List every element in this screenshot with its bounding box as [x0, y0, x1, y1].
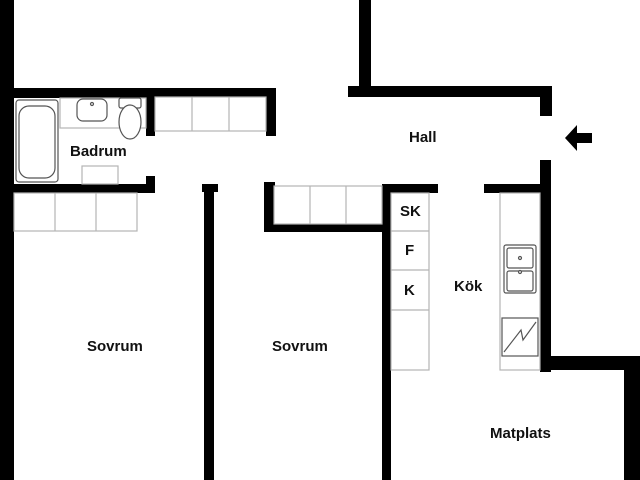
wall-top-right: [348, 86, 552, 97]
wall-left-outer: [0, 0, 14, 480]
room-label-sovrum-left: Sovrum: [87, 338, 143, 355]
kitchen-units: [390, 192, 541, 371]
bathtub-inner: [18, 105, 56, 179]
bathroom-fixtures: [15, 97, 147, 185]
kitchen-unit-sk: SK: [400, 203, 421, 220]
wall-kitchen-top-right: [484, 184, 550, 193]
wall-partition-left: [204, 190, 214, 480]
wall-step-horizontal: [540, 356, 640, 370]
wall-bath-bottom: [0, 184, 155, 193]
wall-partition-mid: [382, 184, 391, 480]
room-label-matplats: Matplats: [490, 425, 551, 442]
room-label-hall: Hall: [409, 129, 437, 146]
kitchen-unit-f: F: [405, 242, 415, 259]
bedroom1-wardrobe: [13, 192, 138, 232]
wall-hall-pillar: [266, 88, 276, 136]
bath-cabinet: [81, 165, 119, 185]
stove-zigzag: [503, 321, 537, 353]
wall-top-mid: [359, 0, 371, 90]
bedroom2-wardrobe: [273, 185, 383, 225]
wall-bath-right: [146, 88, 155, 136]
room-label-kok: Kök: [454, 278, 483, 295]
wall-right-lower: [540, 160, 551, 372]
washbasin: [76, 98, 108, 122]
stove-icon: [501, 317, 539, 357]
wall-closet-left: [264, 182, 274, 230]
wall-door-stub: [202, 184, 218, 192]
room-label-sovrum-right: Sovrum: [272, 338, 328, 355]
toilet-bowl: [118, 104, 142, 140]
sink-drain-bottom: [517, 269, 523, 275]
sink-drain-top: [517, 255, 523, 261]
kitchen-column: [390, 192, 430, 371]
wardrobes: [13, 96, 383, 232]
wall-bath-stub: [146, 176, 155, 193]
kitchen-unit-k: K: [404, 282, 415, 299]
hall-wardrobe: [154, 96, 267, 132]
wall-top-bath: [0, 88, 276, 98]
arrow-left-icon: [565, 125, 592, 151]
wall-kitchen-top-left: [382, 184, 438, 193]
room-label-badrum: Badrum: [70, 143, 127, 160]
washbasin-tap: [89, 101, 95, 107]
wall-closet-bottom: [264, 224, 386, 232]
wall-far-right: [624, 356, 640, 480]
